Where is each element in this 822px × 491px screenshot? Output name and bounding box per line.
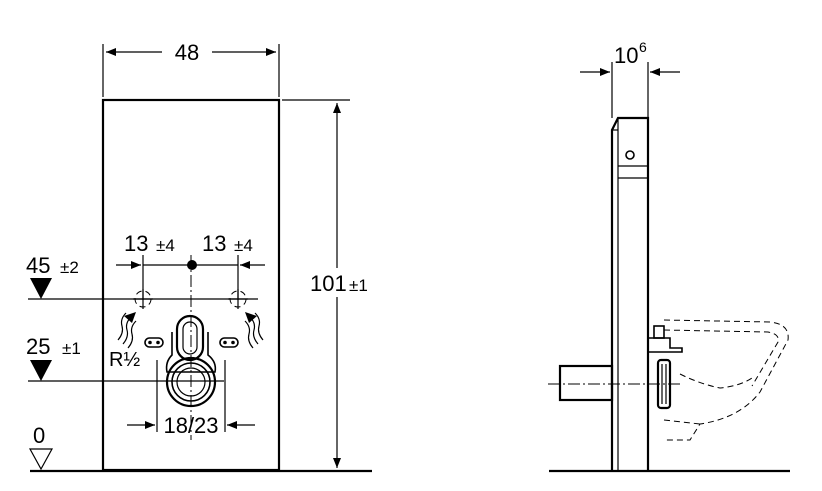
upper-level-tolerance: ±2	[60, 258, 79, 277]
side-view: 10 6	[548, 39, 790, 473]
flush-pipe-opening	[175, 314, 205, 362]
width-dimension: 48	[102, 40, 280, 97]
right-supply-arrow-icon	[244, 312, 264, 349]
drain-label: 18/23	[163, 413, 218, 438]
right-offset-tolerance: ±4	[234, 236, 253, 255]
left-offset-label: 13	[124, 231, 148, 256]
side-drain-connector	[656, 358, 672, 410]
depth-label: 10	[614, 43, 638, 68]
right-offset-label: 13	[202, 231, 226, 256]
thread-label: R½	[109, 349, 140, 371]
left-offset-tolerance: ±4	[156, 236, 175, 255]
lower-level-marker: 25 ±1	[26, 334, 224, 382]
depth-dimension: 10 6	[580, 39, 680, 118]
floor-level-label: 0	[33, 423, 45, 448]
depth-superscript: 6	[639, 39, 647, 55]
right-fixing-slot	[219, 337, 239, 348]
drain-opening	[165, 356, 217, 408]
lower-level-label: 25	[26, 334, 50, 359]
height-label: 101	[310, 271, 347, 296]
left-fixing-slot	[144, 337, 164, 348]
side-drain-pipe	[548, 364, 680, 402]
front-view: 48 101 ±1 13 ±4 13 ±4	[26, 40, 372, 473]
lower-level-tolerance: ±1	[62, 339, 81, 358]
height-dimension: 101 ±1	[282, 99, 368, 468]
offset-dimensions: 13 ±4 13 ±4	[116, 231, 265, 300]
left-supply-arrow-icon	[117, 312, 137, 349]
connection-plate	[165, 332, 217, 373]
actuator-icon	[625, 150, 635, 160]
right-water-connection	[228, 289, 248, 309]
upper-level-marker: 45 ±2	[26, 253, 258, 300]
left-water-connection	[133, 289, 153, 309]
height-tolerance: ±1	[349, 276, 368, 295]
wc-bowl-outline	[663, 319, 789, 441]
drain-dimension: 18/23	[127, 360, 255, 438]
width-label: 48	[175, 40, 199, 65]
floor-level-marker: 0	[28, 423, 54, 471]
side-flush-connector	[648, 325, 683, 353]
upper-level-label: 45	[26, 253, 50, 278]
